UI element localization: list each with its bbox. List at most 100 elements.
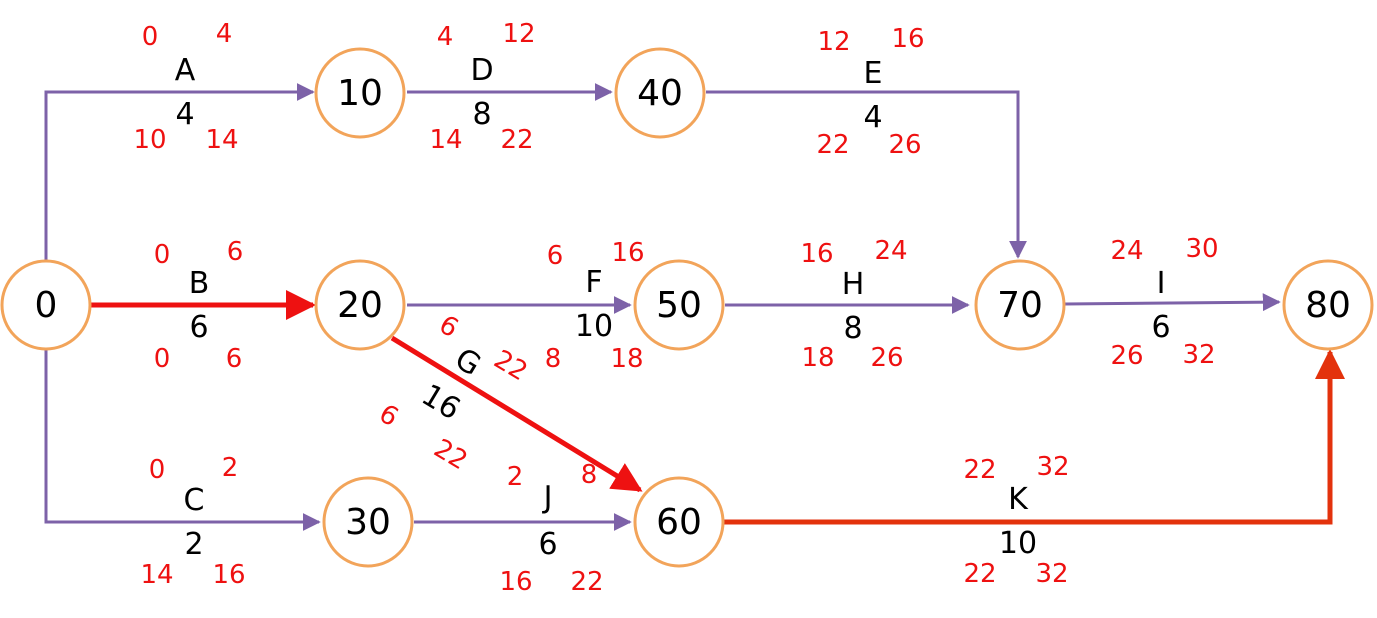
node-label: 40: [637, 73, 683, 114]
activity-A: A 4 0 4 10 14: [133, 19, 238, 155]
node-0[interactable]: 0: [0, 259, 92, 351]
early-start: 16: [800, 239, 833, 269]
activity-H: H 8 16 24 18 26: [800, 236, 907, 373]
early-start: 0: [149, 455, 166, 485]
early-finish: 4: [216, 19, 233, 49]
late-start: 6: [374, 399, 404, 433]
edge-K: [723, 349, 1345, 525]
activity-duration: 4: [863, 100, 882, 135]
activity-name: B: [189, 266, 210, 301]
edges: [44, 83, 1345, 531]
late-start: 22: [816, 130, 849, 160]
late-finish: 22: [500, 125, 533, 155]
early-finish: 16: [891, 24, 924, 54]
activity-C: C 2 0 2 14 16: [140, 453, 245, 590]
early-finish: 22: [489, 344, 533, 387]
activity-name: C: [184, 483, 205, 518]
edge-G: [390, 335, 643, 493]
activity-duration: 6: [538, 527, 557, 562]
activity-name: H: [842, 267, 865, 302]
early-start: 0: [154, 240, 171, 270]
late-finish: 32: [1035, 559, 1068, 589]
activity-K: K 10 22 32 22 32: [963, 452, 1069, 589]
activity-duration: 10: [999, 526, 1037, 561]
node-label: 70: [997, 285, 1043, 326]
node-label: 20: [337, 285, 383, 326]
node-20[interactable]: 20: [314, 259, 406, 351]
late-start: 16: [499, 567, 532, 597]
edge-A: [44, 83, 315, 260]
late-start: 10: [133, 125, 166, 155]
node-30[interactable]: 30: [322, 476, 414, 568]
activity-F: F 10 6 16 8 18: [545, 238, 645, 374]
early-finish: 12: [502, 19, 535, 49]
late-finish: 6: [226, 344, 243, 374]
activity-duration: 6: [1151, 310, 1170, 345]
late-start: 18: [801, 343, 834, 373]
activity-duration: 4: [175, 97, 194, 132]
edge-I: [1064, 293, 1281, 312]
activity-B: B 6 0 6 0 6: [154, 237, 244, 374]
activity-name: E: [864, 56, 883, 91]
early-start: 6: [547, 241, 564, 271]
node-60[interactable]: 60: [633, 476, 725, 568]
late-finish: 26: [870, 343, 903, 373]
activity-D: D 8 4 12 14 22: [429, 19, 535, 155]
late-start: 0: [154, 344, 171, 374]
late-start: 22: [963, 559, 996, 589]
node-label: 50: [656, 285, 702, 326]
early-start: 12: [817, 27, 850, 57]
edge-C: [44, 350, 321, 531]
node-80[interactable]: 80: [1282, 259, 1374, 351]
activity-name: F: [585, 265, 602, 300]
activity-name: K: [1008, 482, 1029, 517]
late-finish: 18: [610, 344, 643, 374]
early-finish: 6: [227, 237, 244, 267]
late-finish: 14: [205, 125, 238, 155]
node-label: 80: [1305, 285, 1351, 326]
late-finish: 26: [888, 130, 921, 160]
activity-J: J 6 2 8 16 22: [499, 460, 603, 597]
early-finish: 8: [581, 460, 598, 490]
node-10[interactable]: 10: [314, 47, 406, 139]
late-finish: 22: [570, 567, 603, 597]
node-70[interactable]: 70: [974, 259, 1066, 351]
edge-E: [706, 90, 1027, 259]
node-label: 10: [337, 73, 383, 114]
early-start: 24: [1110, 236, 1143, 266]
node-label: 0: [35, 285, 58, 326]
early-start: 22: [963, 455, 996, 485]
node-40[interactable]: 40: [614, 47, 706, 139]
early-finish: 30: [1185, 234, 1218, 264]
activity-name: A: [175, 53, 196, 88]
late-start: 14: [429, 125, 462, 155]
early-finish: 32: [1036, 452, 1069, 482]
activity-duration: 10: [575, 309, 613, 344]
late-finish: 22: [429, 433, 473, 476]
early-finish: 24: [874, 236, 907, 266]
activity-duration: 6: [189, 310, 208, 345]
early-finish: 2: [222, 453, 239, 483]
node-label: 30: [345, 502, 391, 543]
early-start: 6: [434, 310, 464, 344]
activity-name: J: [542, 480, 553, 515]
activity-duration: 2: [184, 527, 203, 562]
late-start: 8: [545, 344, 562, 374]
node-label: 60: [656, 502, 702, 543]
activity-G: G 16 6 22 6 22: [374, 310, 533, 476]
late-finish: 16: [212, 560, 245, 590]
early-start: 0: [142, 22, 159, 52]
early-start: 4: [437, 22, 454, 52]
node-50[interactable]: 50: [633, 259, 725, 351]
activity-duration: 16: [415, 378, 466, 428]
activity-name: I: [1157, 266, 1166, 301]
late-finish: 32: [1182, 340, 1215, 370]
late-start: 26: [1110, 341, 1143, 371]
activity-E: E 4 12 16 22 26: [816, 24, 924, 160]
activity-I: I 6 24 30 26 32: [1110, 234, 1218, 371]
early-finish: 16: [611, 238, 644, 268]
nodes: 0 10 20 30 40 50 60 70: [0, 47, 1374, 568]
activity-duration: 8: [472, 97, 491, 132]
activity-name: D: [470, 53, 493, 88]
